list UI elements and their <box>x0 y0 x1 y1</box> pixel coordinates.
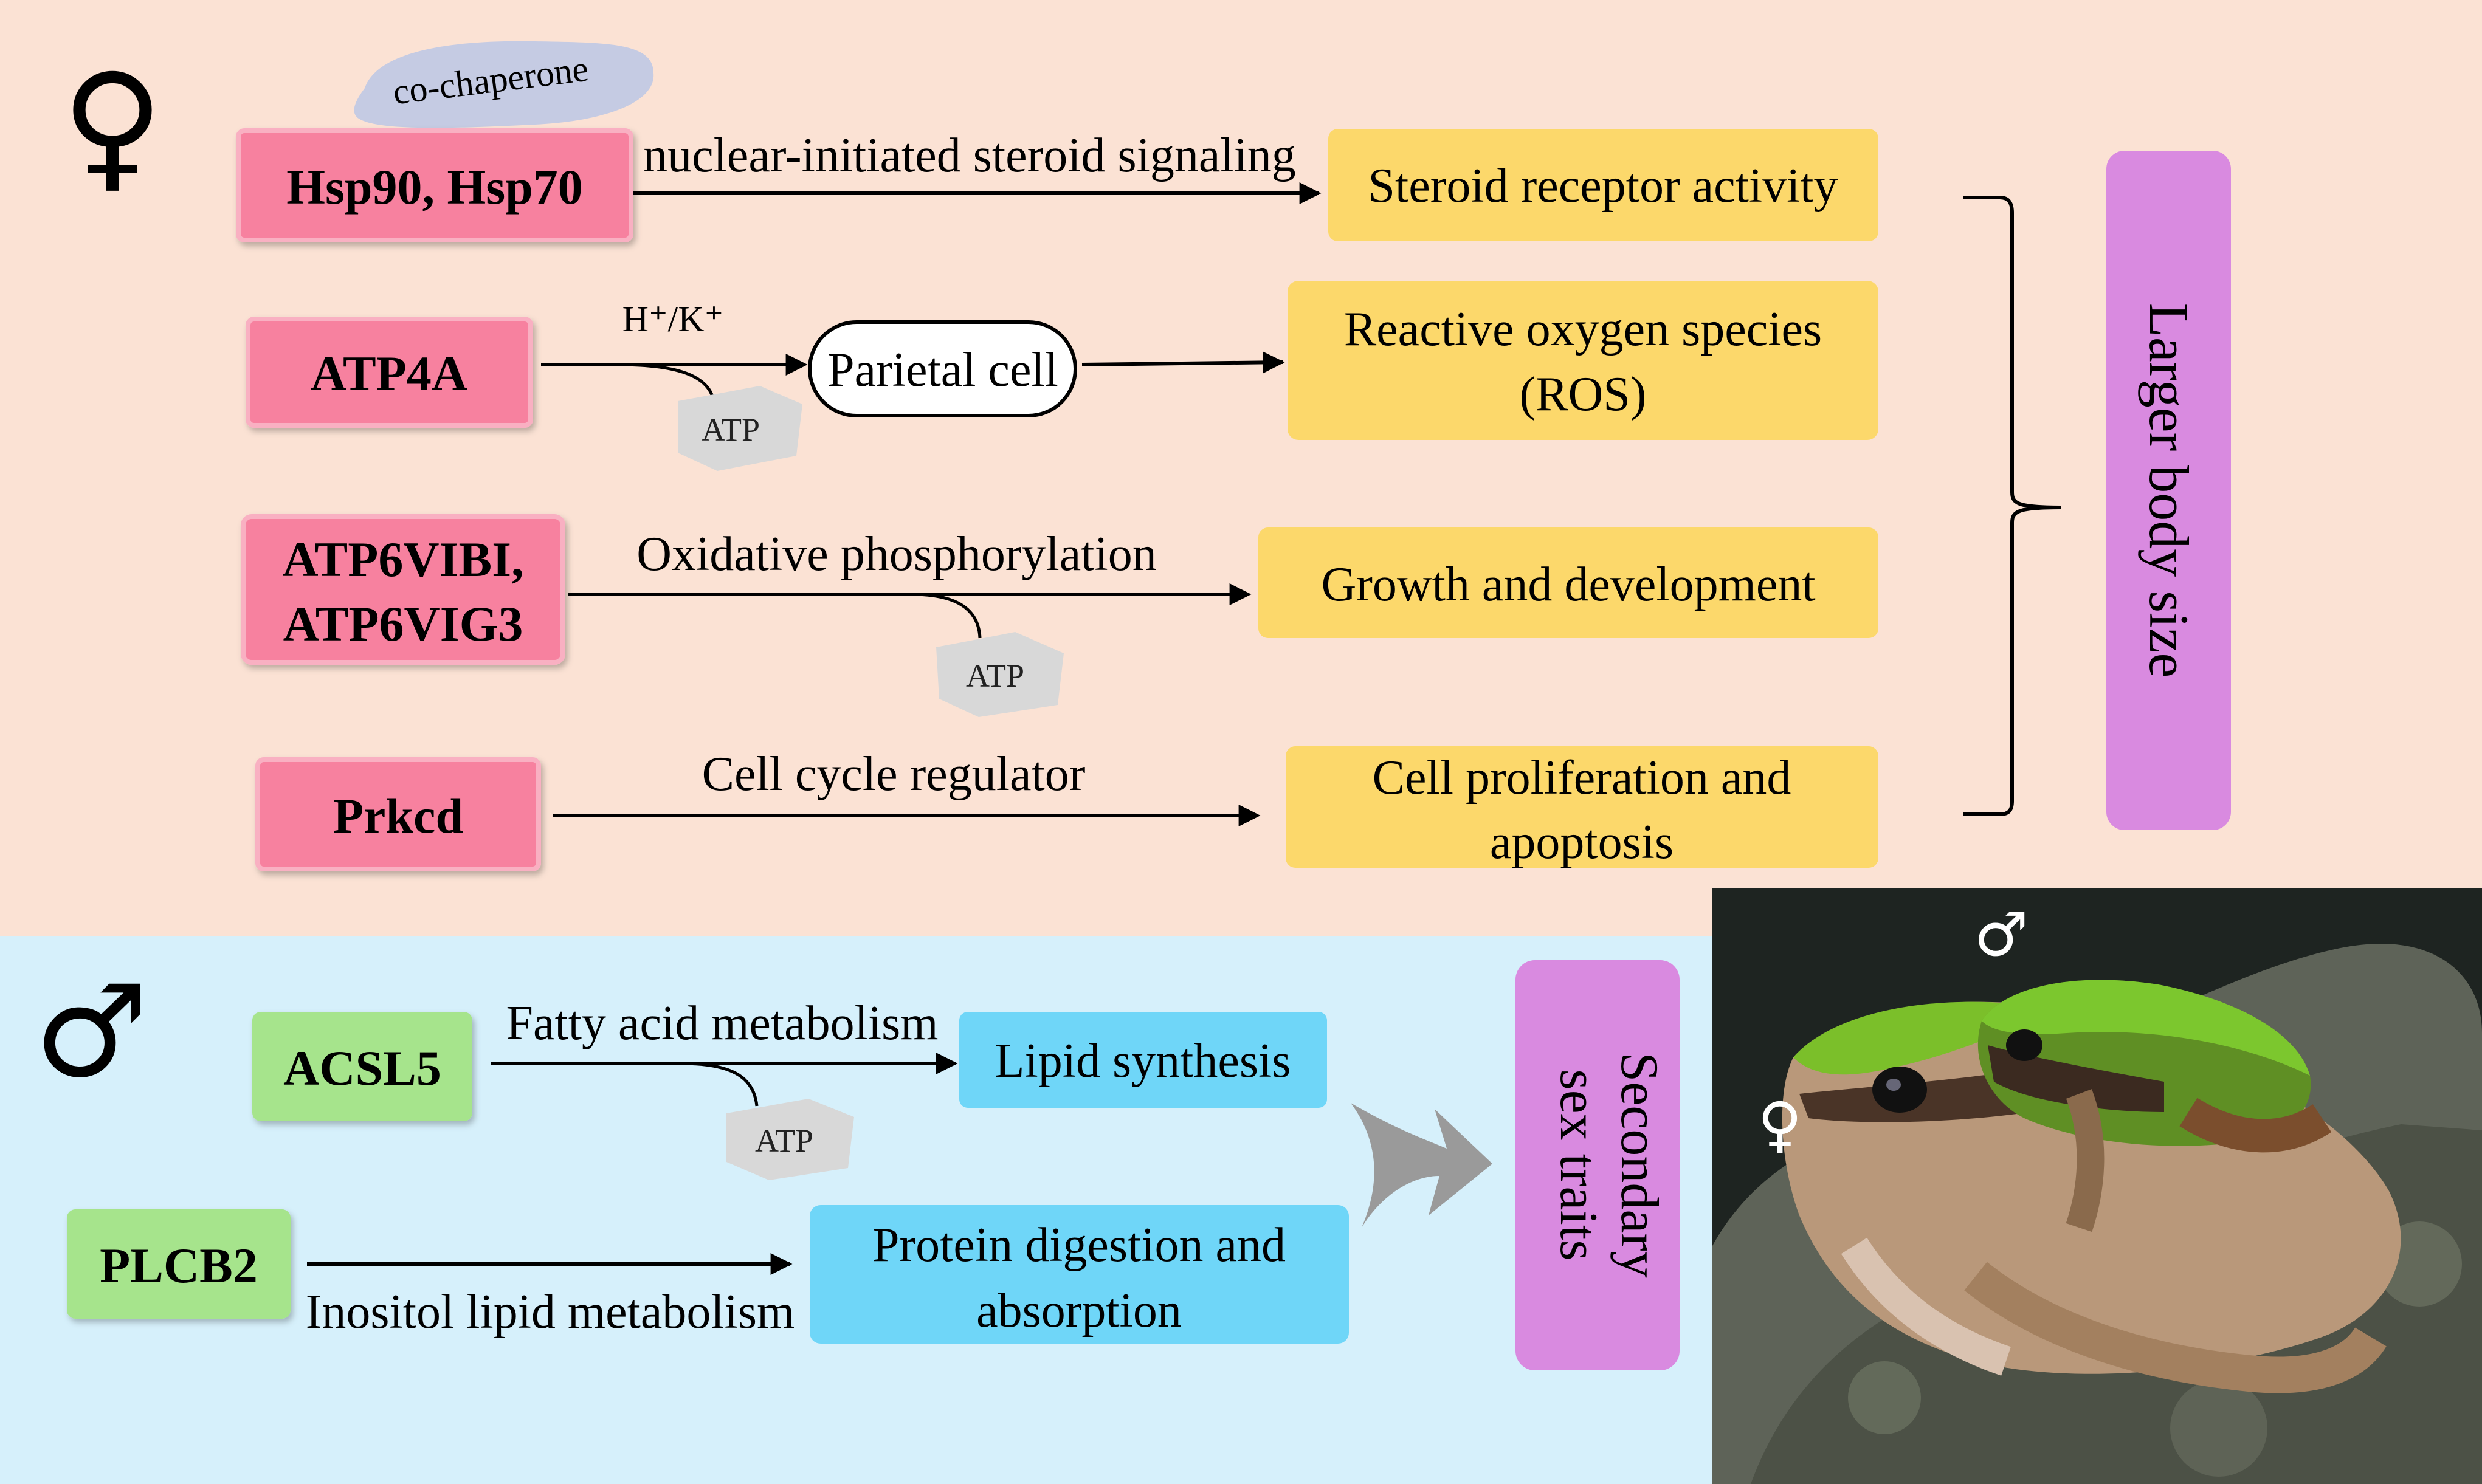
gene-hsp-label: Hsp90, Hsp70 <box>286 159 583 215</box>
outcome-proliferation-line2: apoptosis <box>1490 816 1674 869</box>
outcome-ros-line2: (ROS) <box>1520 368 1647 421</box>
outcome-ros: Reactive oxygen species (ROS) <box>1288 281 1878 440</box>
gene-acsl5: ACSL5 <box>252 1012 472 1121</box>
gene-atp4a: ATP4A <box>246 317 533 428</box>
outcome-growth-label: Growth and development <box>1321 558 1815 611</box>
gene-plcb2: PLCB2 <box>67 1209 291 1319</box>
edge-label-steroid-signaling: nuclear-initiated steroid signaling <box>643 129 1296 182</box>
atp-badge-1: ATP <box>678 386 802 471</box>
arrow-parietal-to-ros <box>1081 351 1285 374</box>
outcome-growth: Growth and development <box>1258 527 1878 638</box>
photo-female-symbol: ♀ <box>1757 1089 1802 1160</box>
edge-label-cell-cycle: Cell cycle regulator <box>702 747 1086 801</box>
result-larger-body-size: Larger body size <box>2106 151 2231 830</box>
atp-badge-3: ATP <box>726 1099 854 1180</box>
outcome-ros-line1: Reactive oxygen species <box>1344 303 1822 356</box>
gene-plcb2-label: PLCB2 <box>100 1238 258 1293</box>
edge-label-inositol: Inositol lipid metabolism <box>306 1285 795 1339</box>
edge-label-ion: H⁺/K⁺ <box>622 299 724 339</box>
atp-badge-2: ATP <box>936 632 1064 717</box>
gene-prkcd: Prkcd <box>255 757 541 871</box>
gene-atp6v: ATP6VIBI, ATP6VIG3 <box>241 514 565 665</box>
frog-photo: ♂ ♀ <box>1712 888 2482 1484</box>
outcome-lipid-label: Lipid synthesis <box>995 1034 1291 1088</box>
outcome-protein-line2: absorption <box>976 1284 1182 1338</box>
result-secondary-line2: sex traits <box>1549 1069 1608 1260</box>
result-larger-body-size-label: Larger body size <box>2138 303 2200 678</box>
atp-hook-3 <box>680 1062 759 1107</box>
brace <box>1963 196 2061 816</box>
cochaperone-badge: co-chaperone <box>354 41 654 128</box>
outcome-protein-line1: Protein digestion and <box>872 1218 1286 1272</box>
parietal-cell: Parietal cell <box>808 320 1077 417</box>
outcome-proliferation: Cell proliferation and apoptosis <box>1286 746 1878 869</box>
outcome-lipid-synthesis: Lipid synthesis <box>959 1012 1327 1108</box>
male-symbol: ♂ <box>34 957 148 1106</box>
gene-atp6v-label-line1: ATP6VIBI, <box>282 532 523 587</box>
atp-hook-2 <box>911 593 982 639</box>
parietal-cell-label: Parietal cell <box>827 343 1058 397</box>
outcome-protein-digestion: Protein digestion and absorption <box>810 1205 1349 1344</box>
gene-prkcd-label: Prkcd <box>333 788 463 843</box>
outcome-steroid-label: Steroid receptor activity <box>1368 159 1838 213</box>
outcome-steroid-receptor: Steroid receptor activity <box>1328 129 1878 241</box>
result-secondary-sex-traits: Secondary sex traits <box>1515 960 1680 1370</box>
gene-acsl5-label: ACSL5 <box>283 1040 441 1096</box>
gene-hsp90-hsp70: Hsp90, Hsp70 <box>236 128 633 242</box>
result-secondary-line1: Secondary <box>1610 1052 1669 1277</box>
atp-label-1: ATP <box>702 411 760 448</box>
gene-atp6v-label-line2: ATP6VIG3 <box>283 596 523 651</box>
atp-label-3: ATP <box>755 1122 813 1159</box>
edge-label-fatty-acid: Fatty acid metabolism <box>506 997 939 1050</box>
gene-atp4a-label: ATP4A <box>311 346 467 401</box>
outcome-proliferation-line1: Cell proliferation and <box>1373 751 1791 805</box>
atp-label-2: ATP <box>966 658 1024 694</box>
photo-male-symbol: ♂ <box>1974 899 2029 970</box>
edge-label-oxidative: Oxidative phosphorylation <box>636 527 1156 581</box>
converge-arrow <box>1351 1103 1492 1228</box>
female-symbol: ♀ <box>61 44 164 207</box>
